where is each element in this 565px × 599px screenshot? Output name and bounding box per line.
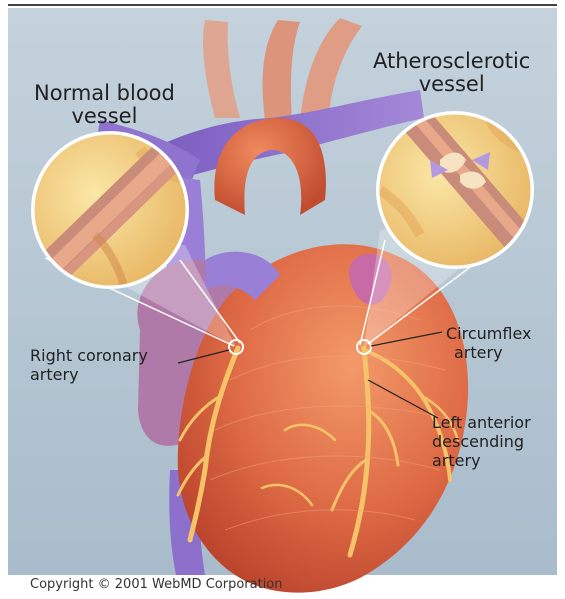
normal-blood-vessel-label: Normal blood vessel bbox=[34, 82, 175, 128]
right-coronary-artery-label: Right coronary artery bbox=[30, 346, 148, 384]
left-anterior-descending-artery-label: Left anterior descending artery bbox=[432, 413, 531, 470]
atherosclerotic-vessel-label: Atherosclerotic vessel bbox=[373, 50, 530, 96]
copyright-text: Copyright © 2001 WebMD Corporation bbox=[30, 577, 283, 592]
circumflex-artery-label: Circumflex artery bbox=[446, 324, 531, 362]
